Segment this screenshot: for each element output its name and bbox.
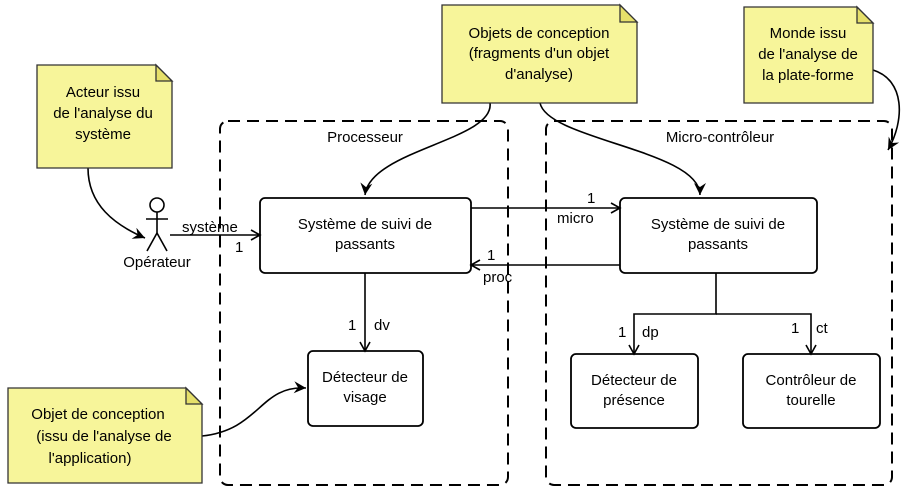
svg-text:Détecteur de: Détecteur de: [591, 372, 677, 389]
note-link-processor: [360, 102, 491, 196]
class-tracking-processor: Système de suivi de passants: [259, 197, 472, 274]
association-dv: 1 dv: [348, 273, 390, 353]
mult-proc: 1: [487, 247, 495, 264]
mult-micro: 1: [587, 190, 595, 207]
svg-text:tourelle: tourelle: [786, 392, 835, 409]
class-tracking-micro: Système de suivi de passants: [619, 197, 818, 274]
mult-system: 1: [235, 239, 243, 256]
processor-container: Processeur: [219, 120, 509, 486]
association-dp: 1 dp: [618, 273, 717, 356]
note-link-face: [201, 381, 307, 437]
association-micro: 1 micro: [471, 190, 622, 227]
svg-text:(issu de l'analyse de: (issu de l'analyse de: [36, 428, 171, 445]
svg-text:passants: passants: [335, 236, 395, 253]
note-link-platform: [872, 69, 901, 151]
role-ct: ct: [816, 320, 829, 337]
microcontroller-container: Micro-contrôleur: [545, 120, 893, 486]
svg-text:Objets de conception: Objets de conception: [469, 25, 610, 42]
actor-label: Opérateur: [123, 254, 191, 271]
note-platform-world: Monde issu de l'analyse de la plate-form…: [743, 5, 875, 104]
mult-dp: 1: [618, 324, 626, 341]
svg-text:Acteur issu: Acteur issu: [66, 84, 140, 101]
svg-text:Système de suivi de: Système de suivi de: [298, 216, 432, 233]
svg-text:Détecteur de: Détecteur de: [322, 369, 408, 386]
note-system-actor: Acteur issu de l'analyse du système: [36, 63, 174, 169]
svg-text:visage: visage: [343, 389, 386, 406]
processor-title: Processeur: [327, 129, 403, 146]
svg-text:Objet de conception: Objet de conception: [31, 406, 164, 423]
note-link-micro: [539, 102, 706, 196]
operator-actor: Opérateur: [123, 197, 191, 271]
svg-text:de l'analyse de: de l'analyse de: [758, 46, 858, 63]
svg-text:Système de suivi de: Système de suivi de: [651, 216, 785, 233]
svg-text:système: système: [75, 126, 131, 143]
role-proc: proc: [483, 269, 513, 286]
mult-dv: 1: [348, 317, 356, 334]
svg-text:passants: passants: [688, 236, 748, 253]
role-dv: dv: [374, 317, 390, 334]
association-system: système 1: [170, 219, 262, 256]
role-system: système: [182, 219, 238, 236]
svg-text:la plate-forme: la plate-forme: [762, 67, 854, 84]
svg-text:de l'analyse du: de l'analyse du: [53, 105, 153, 122]
class-turret-controller: Contrôleur de tourelle: [742, 353, 881, 429]
svg-text:Contrôleur de: Contrôleur de: [766, 372, 857, 389]
note-design-objects: Objets de conception (fragments d'un obj…: [441, 3, 639, 104]
svg-text:d'analyse): d'analyse): [505, 66, 573, 83]
class-presence-detector: Détecteur de présence: [570, 353, 699, 429]
note-design-object-app: Objet de conception (issu de l'analyse d…: [7, 386, 204, 484]
svg-text:présence: présence: [603, 392, 665, 409]
svg-text:Monde issu: Monde issu: [770, 25, 847, 42]
svg-text:(fragments d'un objet: (fragments d'un objet: [469, 45, 610, 62]
association-proc: 1 proc: [469, 247, 620, 286]
role-micro: micro: [557, 210, 594, 227]
class-face-detector: Détecteur de visage: [307, 350, 424, 427]
microcontroller-title: Micro-contrôleur: [666, 129, 774, 146]
note-link-actor: [87, 167, 146, 239]
svg-text:l'application): l'application): [49, 450, 132, 467]
mult-ct: 1: [791, 320, 799, 337]
association-ct: 1 ct: [716, 313, 829, 356]
actor-head: [149, 197, 165, 213]
role-dp: dp: [642, 324, 659, 341]
